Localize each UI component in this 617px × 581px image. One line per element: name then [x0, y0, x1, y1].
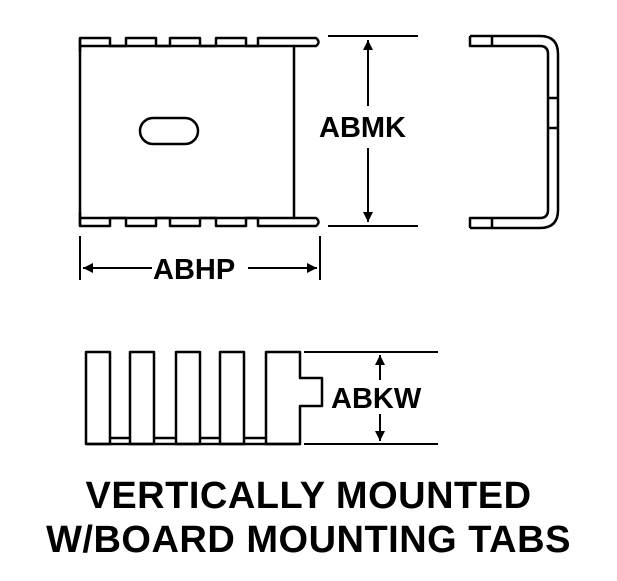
- top-view: [80, 38, 319, 226]
- tab-width-dimension-label: ABKW: [331, 383, 422, 415]
- bottom-fins: [80, 212, 319, 226]
- caption-line-1: VERTICALLY MOUNTED: [85, 475, 532, 517]
- height-dimension-label: ABMK: [319, 112, 406, 144]
- top-fins: [80, 38, 319, 52]
- length-dimension-label: ABHP: [153, 254, 235, 286]
- length-dimension: [80, 236, 320, 280]
- mounting-slot: [140, 118, 198, 144]
- tab-width-dimension: [304, 352, 438, 444]
- bottom-view: [86, 352, 322, 444]
- caption-line-2: W/BOARD MOUNTING TABS: [46, 519, 571, 561]
- side-view: [470, 36, 558, 228]
- height-dimension: [328, 36, 418, 226]
